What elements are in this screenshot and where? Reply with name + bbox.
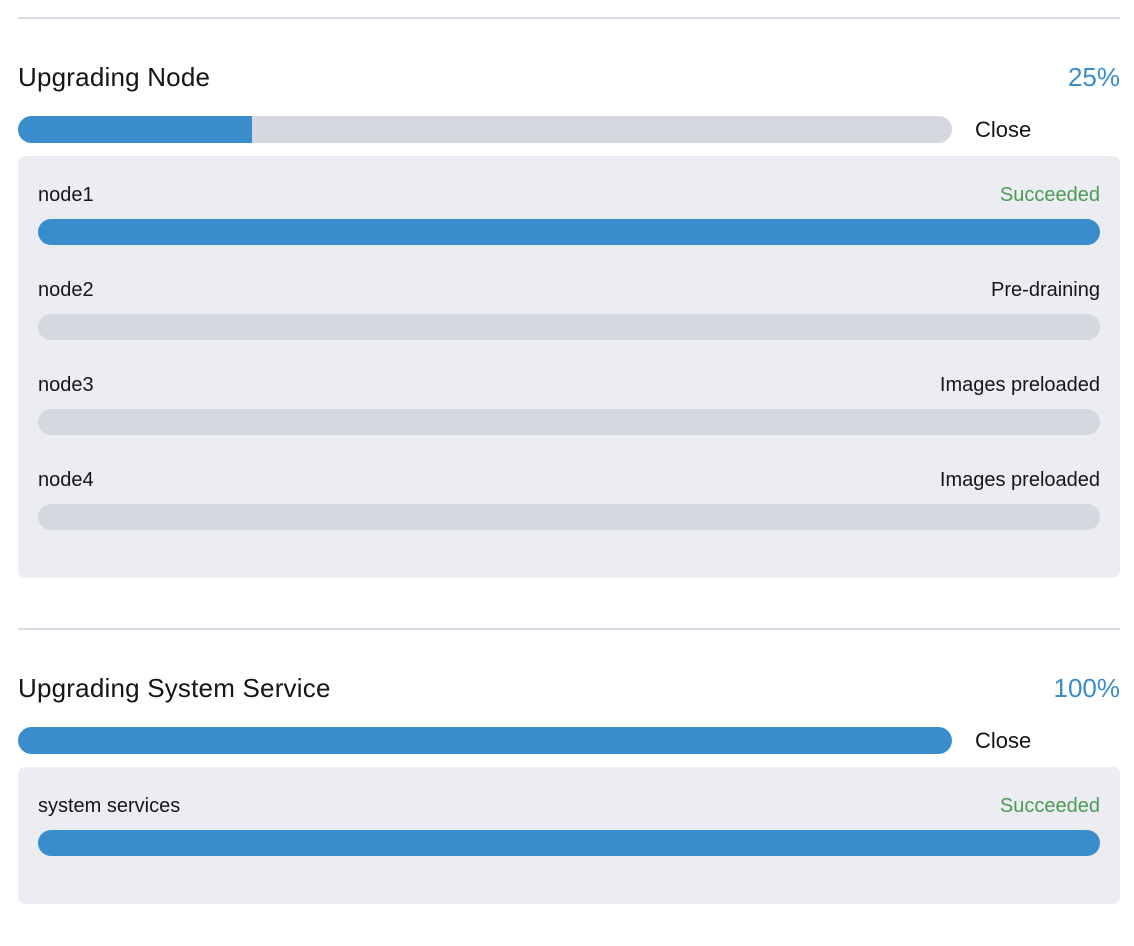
section-panel: node1 Succeeded node2 Pre-draining node3…	[18, 156, 1120, 578]
item-status: Images preloaded	[939, 374, 1100, 396]
item-header: node4 Images preloaded	[38, 467, 1100, 494]
upgrade-item-row: system services Succeeded	[38, 793, 1100, 856]
item-name: node4	[38, 469, 94, 491]
upgrade-item-row: node1 Succeeded	[38, 182, 1100, 245]
section-progress-fill	[18, 727, 952, 754]
upgrade-status-page: Upgrading Node 25% Close node1 Succeeded…	[18, 17, 1120, 904]
item-status: Pre-draining	[991, 279, 1100, 301]
section-divider	[18, 17, 1120, 19]
section-title: Upgrading Node	[18, 62, 211, 92]
item-header: node2 Pre-draining	[38, 277, 1100, 304]
upgrade-item-row: node3 Images preloaded	[38, 372, 1100, 435]
section-panel: system services Succeeded	[18, 767, 1120, 904]
item-status: Succeeded	[999, 795, 1100, 817]
section-percent: 25%	[1067, 62, 1120, 92]
close-button[interactable]: Close	[975, 117, 1032, 142]
item-progress-fill	[38, 830, 1100, 856]
section-progress-track	[18, 116, 952, 143]
section-progress-row: Close	[18, 727, 1120, 754]
item-progress-fill	[38, 219, 1100, 245]
section-header: Upgrading Node 25%	[18, 61, 1120, 93]
item-progress-track	[38, 409, 1100, 435]
item-name: system services	[38, 795, 181, 817]
item-status: Succeeded	[999, 184, 1100, 206]
item-header: system services Succeeded	[38, 793, 1100, 820]
item-progress-track	[38, 830, 1100, 856]
section-progress-track	[18, 727, 952, 754]
upgrade-section: Upgrading Node 25% Close node1 Succeeded…	[18, 17, 1120, 578]
item-progress-track	[38, 219, 1100, 245]
item-name: node2	[38, 279, 94, 301]
section-divider	[18, 628, 1120, 630]
item-status: Images preloaded	[939, 469, 1100, 491]
item-header: node1 Succeeded	[38, 182, 1100, 209]
section-header: Upgrading System Service 100%	[18, 672, 1120, 704]
item-name: node1	[38, 184, 94, 206]
section-percent: 100%	[1053, 673, 1121, 703]
item-header: node3 Images preloaded	[38, 372, 1100, 399]
section-title: Upgrading System Service	[18, 673, 331, 703]
item-progress-track	[38, 504, 1100, 530]
upgrade-item-row: node2 Pre-draining	[38, 277, 1100, 340]
close-button[interactable]: Close	[975, 728, 1032, 753]
item-progress-track	[38, 314, 1100, 340]
upgrade-item-row: node4 Images preloaded	[38, 467, 1100, 530]
upgrade-section: Upgrading System Service 100% Close syst…	[18, 628, 1120, 904]
section-progress-fill	[18, 116, 252, 143]
item-name: node3	[38, 374, 94, 396]
section-progress-row: Close	[18, 116, 1120, 143]
